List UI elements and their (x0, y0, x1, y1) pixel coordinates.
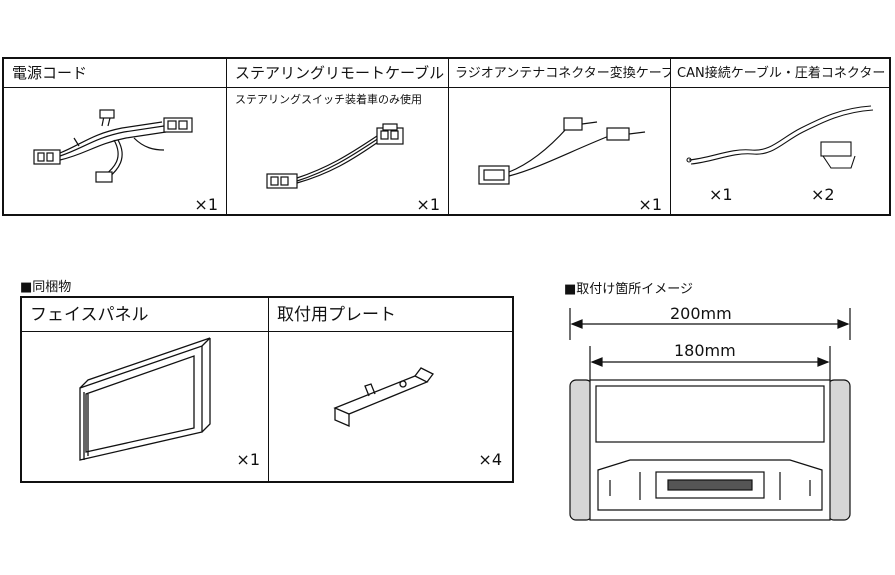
can-cable-qty: ×1 (709, 185, 733, 204)
can-cable-header: CAN接続ケーブル・圧着コネクター (671, 59, 889, 88)
antenna-adapter-cell: ラジオアンテナコネクター変換ケーブル ×1 (448, 59, 670, 214)
power-cord-qty: ×1 (194, 195, 218, 214)
mount-plate-qty: ×4 (478, 450, 502, 469)
inner-width-label: 180mm (674, 341, 736, 360)
steering-remote-note: ステアリングスイッチ装着車のみ使用 (235, 93, 422, 106)
steering-remote-header: ステアリングリモートケーブル (227, 59, 448, 88)
can-cable-illustration (686, 105, 874, 169)
crimp-connector-qty: ×2 (811, 185, 835, 204)
left-side-panel (569, 379, 593, 521)
included-heading: ■同梱物 (20, 280, 72, 295)
antenna-adapter-header: ラジオアンテナコネクター変換ケーブル (449, 59, 670, 88)
steering-remote-cell: ステアリングリモートケーブル ステアリングスイッチ装着車のみ使用 ×1 (226, 59, 448, 214)
steering-remote-qty: ×1 (416, 195, 440, 214)
display-slot (595, 385, 825, 443)
face-panel-header: フェイスパネル (22, 298, 268, 332)
install-diagram (569, 308, 851, 521)
steering-remote-illustration (266, 123, 404, 189)
power-cord-header: 電源コード (4, 59, 226, 88)
install-heading: ■取付け箇所イメージ (564, 282, 694, 297)
mount-plate-header: 取付用プレート (269, 298, 512, 332)
face-panel-qty: ×1 (236, 450, 260, 469)
mount-plate-illustration (333, 367, 434, 427)
power-cord-cell: 電源コード ×1 (4, 59, 226, 214)
face-panel-illustration (79, 337, 211, 461)
accessory-table: 電源コード ×1 ステアリングリモートケーブル ステアリン (2, 57, 891, 216)
mount-plate-cell: 取付用プレート ×4 (268, 298, 512, 481)
face-panel-cell: フェイスパネル ×1 (22, 298, 268, 481)
power-cord-illustration (33, 109, 193, 183)
right-side-panel (827, 379, 851, 521)
included-table: フェイスパネル ×1 取付用プレート ×4 (20, 296, 514, 483)
antenna-adapter-qty: ×1 (638, 195, 662, 214)
antenna-adapter-illustration (478, 117, 646, 185)
can-cable-cell: CAN接続ケーブル・圧着コネクター ×1 ×2 (670, 59, 889, 214)
outer-width-label: 200mm (670, 304, 732, 323)
